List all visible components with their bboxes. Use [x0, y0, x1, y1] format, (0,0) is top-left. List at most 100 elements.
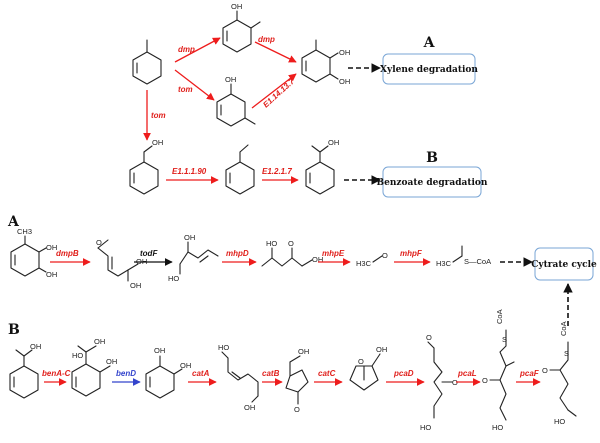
oh-label: OH — [46, 270, 57, 279]
oh-label: OH — [339, 48, 350, 57]
enzyme-dmpb: dmpB — [56, 249, 79, 258]
h3c-label: H3C — [356, 259, 372, 268]
oh-label: OH — [376, 345, 387, 354]
enzyme-mhpd: mhpD — [226, 249, 249, 258]
citrate-cycle-label: Cytrate cycle — [531, 260, 597, 270]
oh-label: OH — [46, 243, 57, 252]
benzaldehyde-structure — [225, 144, 255, 195]
enzyme-tom-1: tom — [178, 85, 193, 94]
ho-label: HO — [218, 343, 229, 352]
enzyme-mhpf: mhpF — [400, 249, 423, 258]
acetyl-coa-structure: H3C S—CoA — [436, 245, 491, 268]
muconolactone-structure: OH O — [285, 347, 309, 414]
enzyme-dmp-2: dmp — [258, 35, 275, 44]
o-label: O — [452, 378, 458, 387]
oh-label: OH — [180, 361, 191, 370]
succinyl-coa-structure: CoA S O HO — [542, 321, 577, 426]
upper-label-b: B — [426, 150, 438, 166]
oh-label: OH — [106, 357, 117, 366]
benzoate-structure: OH — [9, 342, 41, 399]
oxoadipate-structure: O O HO — [420, 333, 458, 432]
dmp-arrow-1 — [174, 37, 221, 63]
enzyme-dmp-1: dmp — [178, 45, 195, 54]
o-label: O — [382, 251, 388, 260]
toluene-structure — [132, 39, 162, 85]
enzyme-tom-2: tom — [151, 111, 166, 120]
ch3-label: CH3 — [17, 227, 32, 236]
oh-label: OH — [231, 2, 242, 11]
enzyme-mhpe: mhpE — [322, 249, 345, 258]
pathway-a-label: A — [7, 214, 20, 230]
oh-label: OH — [339, 77, 350, 86]
benzoate-degradation-box — [382, 166, 482, 198]
pathway-b-label: B — [8, 322, 20, 338]
coa-label: CoA — [495, 309, 504, 324]
citrate-cycle-box — [534, 247, 594, 281]
oh-label: OH — [328, 138, 339, 147]
enzyme-cata: catA — [192, 369, 210, 378]
benzoate-diol-structure: OH OH HO — [71, 337, 117, 397]
o-cresol-structure: OH — [222, 2, 261, 53]
methylcatechol-structure: CH3 OH OH — [10, 227, 57, 279]
dmp-arrow-2 — [254, 41, 297, 63]
xylene-degradation-box — [382, 53, 476, 85]
s-coa-label: S—CoA — [464, 257, 491, 266]
enzyme-e1-14-13-7: E1.14.13.7 — [261, 77, 296, 110]
benzoate-degradation-label: Benzoate degradation — [377, 178, 488, 188]
oh-label: OH — [30, 342, 41, 351]
enzyme-bena-c: benA-C — [42, 369, 71, 378]
enzyme-pcal: pcaL — [457, 369, 477, 378]
upper-label-a: A — [423, 35, 436, 51]
o-label: O — [288, 239, 294, 248]
h3c-label: H3C — [436, 259, 452, 268]
benzoic-acid-structure: OH — [305, 138, 339, 195]
m-cresol-structure: OH — [216, 75, 256, 127]
oh-label: OH — [225, 75, 236, 84]
ho-label: HO — [72, 351, 83, 360]
o-label: O — [542, 366, 548, 375]
acetaldehyde-structure: H3C O — [356, 251, 388, 268]
enol-lactone-structure: OH O — [349, 345, 387, 391]
ho-label: HO — [492, 423, 503, 432]
oh-label: OH — [298, 347, 309, 356]
dimethylcatechol-structure: OH OH — [301, 39, 350, 86]
coa-label: CoA — [559, 321, 568, 336]
s-label: S — [564, 349, 569, 358]
ring-cleavage-product-structure: O OH OH — [96, 238, 147, 290]
ho-label: HO — [420, 423, 431, 432]
oh-label: OH — [130, 281, 141, 290]
oh-label: OH — [312, 255, 323, 264]
o-label: O — [426, 333, 432, 342]
oh-label: OH — [94, 337, 105, 346]
catechol-structure: OH OH — [145, 346, 191, 399]
hydroxypentadienoate-structure: OH HO — [168, 233, 219, 283]
enzyme-e1-2-1-7: E1.2.1.7 — [262, 167, 292, 176]
ho-label: HO — [266, 239, 277, 248]
enzyme-todf: todF — [140, 249, 158, 258]
muconate-structure: HO OH — [218, 343, 259, 412]
o-label: O — [294, 405, 300, 414]
o-label: O — [482, 376, 488, 385]
enzyme-catc: catC — [318, 369, 336, 378]
s-label: S — [502, 335, 507, 344]
oh-label: OH — [154, 346, 165, 355]
oh-label: OH — [152, 138, 163, 147]
enzyme-pcad: pcaD — [393, 369, 414, 378]
hydroxyoxovalerate-structure: HO O OH — [261, 239, 323, 267]
xylene-degradation-label: Xylene degradation — [380, 65, 478, 75]
enzyme-catb: catB — [262, 369, 280, 378]
enzyme-e1-1-1-90: E1.1.1.90 — [172, 167, 207, 176]
oh-label: OH — [244, 403, 255, 412]
ho-label: HO — [168, 274, 179, 283]
tom-arrow-1 — [174, 69, 215, 101]
ho-label: HO — [554, 417, 565, 426]
enzyme-bend: benD — [116, 369, 136, 378]
enzyme-pcaf: pcaF — [519, 369, 540, 378]
o-label: O — [96, 238, 102, 247]
o-label: O — [358, 357, 364, 366]
oh-label: OH — [184, 233, 195, 242]
oxoadipyl-coa-structure: CoA S O HO — [482, 309, 515, 432]
benzyl-alcohol-structure: OH — [129, 138, 163, 195]
